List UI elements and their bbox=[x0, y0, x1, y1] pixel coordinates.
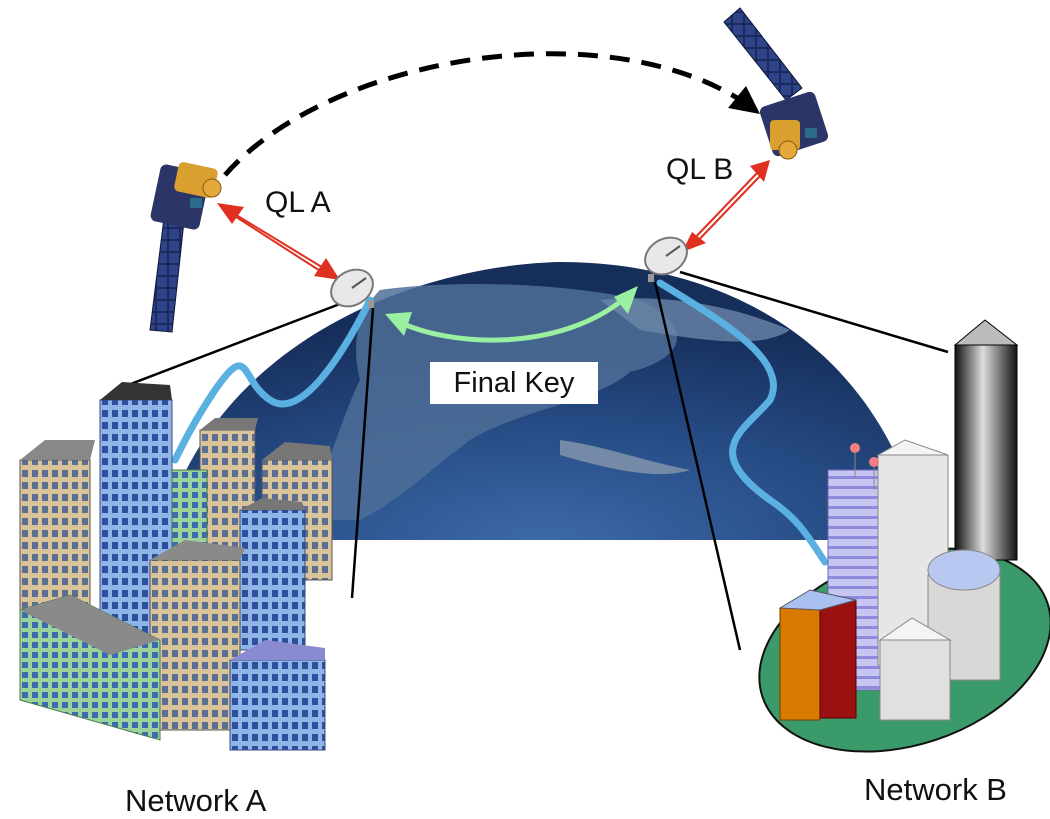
quantum-link-a bbox=[217, 203, 340, 280]
network-b-label: Network B bbox=[864, 772, 1007, 807]
network-a-buildings bbox=[19, 382, 333, 751]
final-key-label: Final Key bbox=[430, 362, 598, 404]
satellite-a-icon bbox=[149, 162, 222, 333]
dish-antenna-a-icon bbox=[330, 268, 374, 308]
connection-lines bbox=[114, 270, 949, 651]
fiber-cables bbox=[171, 279, 829, 566]
quantum-link-b bbox=[682, 160, 770, 252]
final-key-arrow bbox=[385, 286, 638, 343]
satellite-transfer-arrow bbox=[223, 51, 760, 177]
network-a-label: Network A bbox=[125, 783, 267, 818]
dish-antenna-b-icon bbox=[644, 236, 688, 282]
network-b-buildings bbox=[758, 319, 1050, 753]
satellite-b-icon bbox=[723, 7, 829, 160]
ql-b-label: QL B bbox=[666, 153, 734, 186]
ql-a-label: QL A bbox=[265, 186, 331, 219]
